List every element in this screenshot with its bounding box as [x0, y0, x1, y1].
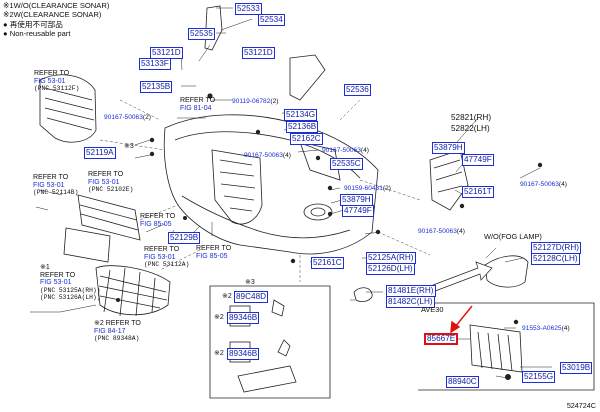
part-90167-50063-c[interactable]: 90167-50063(4) [322, 147, 369, 154]
mark-89346B-b: ※2 [214, 350, 224, 357]
part-81482C[interactable]: 81482C(LH) [386, 296, 435, 308]
part-90159-60431[interactable]: 90159-60431(2) [344, 185, 391, 192]
condition-ave30: AVE30 [421, 305, 444, 314]
part-90167-50063-d[interactable]: 90167-50063(4) [520, 181, 567, 188]
part-90167-50063-e[interactable]: 90167-50063(4) [418, 228, 465, 235]
figure-id: 524724C [566, 401, 596, 410]
part-53133F[interactable]: 53133F [139, 58, 171, 70]
part-52128C[interactable]: 52128C(LH) [531, 253, 580, 265]
part-52821[interactable]: 52821(RH) [451, 113, 492, 122]
part-89C48D[interactable]: 89C48D [234, 291, 269, 303]
part-90167-50063-a[interactable]: 90167-50063(2) [104, 114, 151, 121]
part-88940C[interactable]: 88940C [446, 376, 479, 388]
box-note-mark-3: ※3 [245, 279, 255, 286]
mark-89346B-a: ※2 [214, 314, 224, 321]
part-53019B[interactable]: 53019B [560, 362, 593, 374]
part-89346B-b[interactable]: 89346B [227, 348, 260, 360]
condition-fog-lamp: W/O(FOG LAMP) [484, 232, 542, 241]
part-52134G[interactable]: 52134G [284, 109, 318, 121]
part-52161T[interactable]: 52161T [462, 186, 494, 198]
part-52533[interactable]: 52533 [235, 3, 262, 15]
part-52822[interactable]: 52822(LH) [451, 124, 490, 133]
part-52125A[interactable]: 52125A(RH) [366, 252, 416, 264]
part-52129B[interactable]: 52129B [168, 232, 201, 244]
part-52534[interactable]: 52534 [258, 14, 285, 26]
note-mark-3: ※3 [124, 143, 134, 150]
part-52155G[interactable]: 52155G [522, 371, 556, 383]
part-52135B[interactable]: 52135B [140, 81, 173, 93]
part-52136B[interactable]: 52136B [286, 121, 319, 133]
part-52535C[interactable]: 52535C [330, 158, 363, 170]
part-53121D-right[interactable]: 53121D [242, 47, 275, 59]
part-47749F[interactable]: 47749F [342, 205, 374, 217]
part-52536[interactable]: 52536 [344, 84, 371, 96]
part-52535[interactable]: 52535 [188, 28, 215, 40]
part-52119A[interactable]: 52119A [84, 147, 116, 159]
mark-89C48D: ※2 [222, 293, 232, 300]
legend-notes: ※1W/O(CLEARANCE SONAR) ※2W(CLEARANCE SON… [3, 1, 109, 39]
part-53879H-right[interactable]: 53879H [432, 142, 465, 154]
part-90119-06782[interactable]: 90119-06782(2) [232, 98, 279, 105]
note-4: ● Non-reusable part [3, 29, 71, 39]
part-52161C[interactable]: 52161C [311, 257, 344, 269]
part-90167-50063-b[interactable]: 90167-50063(4) [244, 152, 291, 159]
part-89346B-a[interactable]: 89346B [227, 312, 260, 324]
part-85667E-highlighted[interactable]: 85667E [424, 333, 459, 345]
part-52126D[interactable]: 52126D(LH) [366, 263, 415, 275]
note-1: ※1W/O(CLEARANCE SONAR) [3, 1, 110, 10]
note-2: ※2W(CLEARANCE SONAR) [3, 10, 102, 20]
part-91553-A0625[interactable]: 91553-A0625(4) [522, 325, 570, 332]
note-3: ● 再使用不可部品 [3, 19, 63, 29]
part-52162C[interactable]: 52162C [290, 133, 323, 145]
part-47749F-right[interactable]: 47749F [462, 154, 494, 166]
